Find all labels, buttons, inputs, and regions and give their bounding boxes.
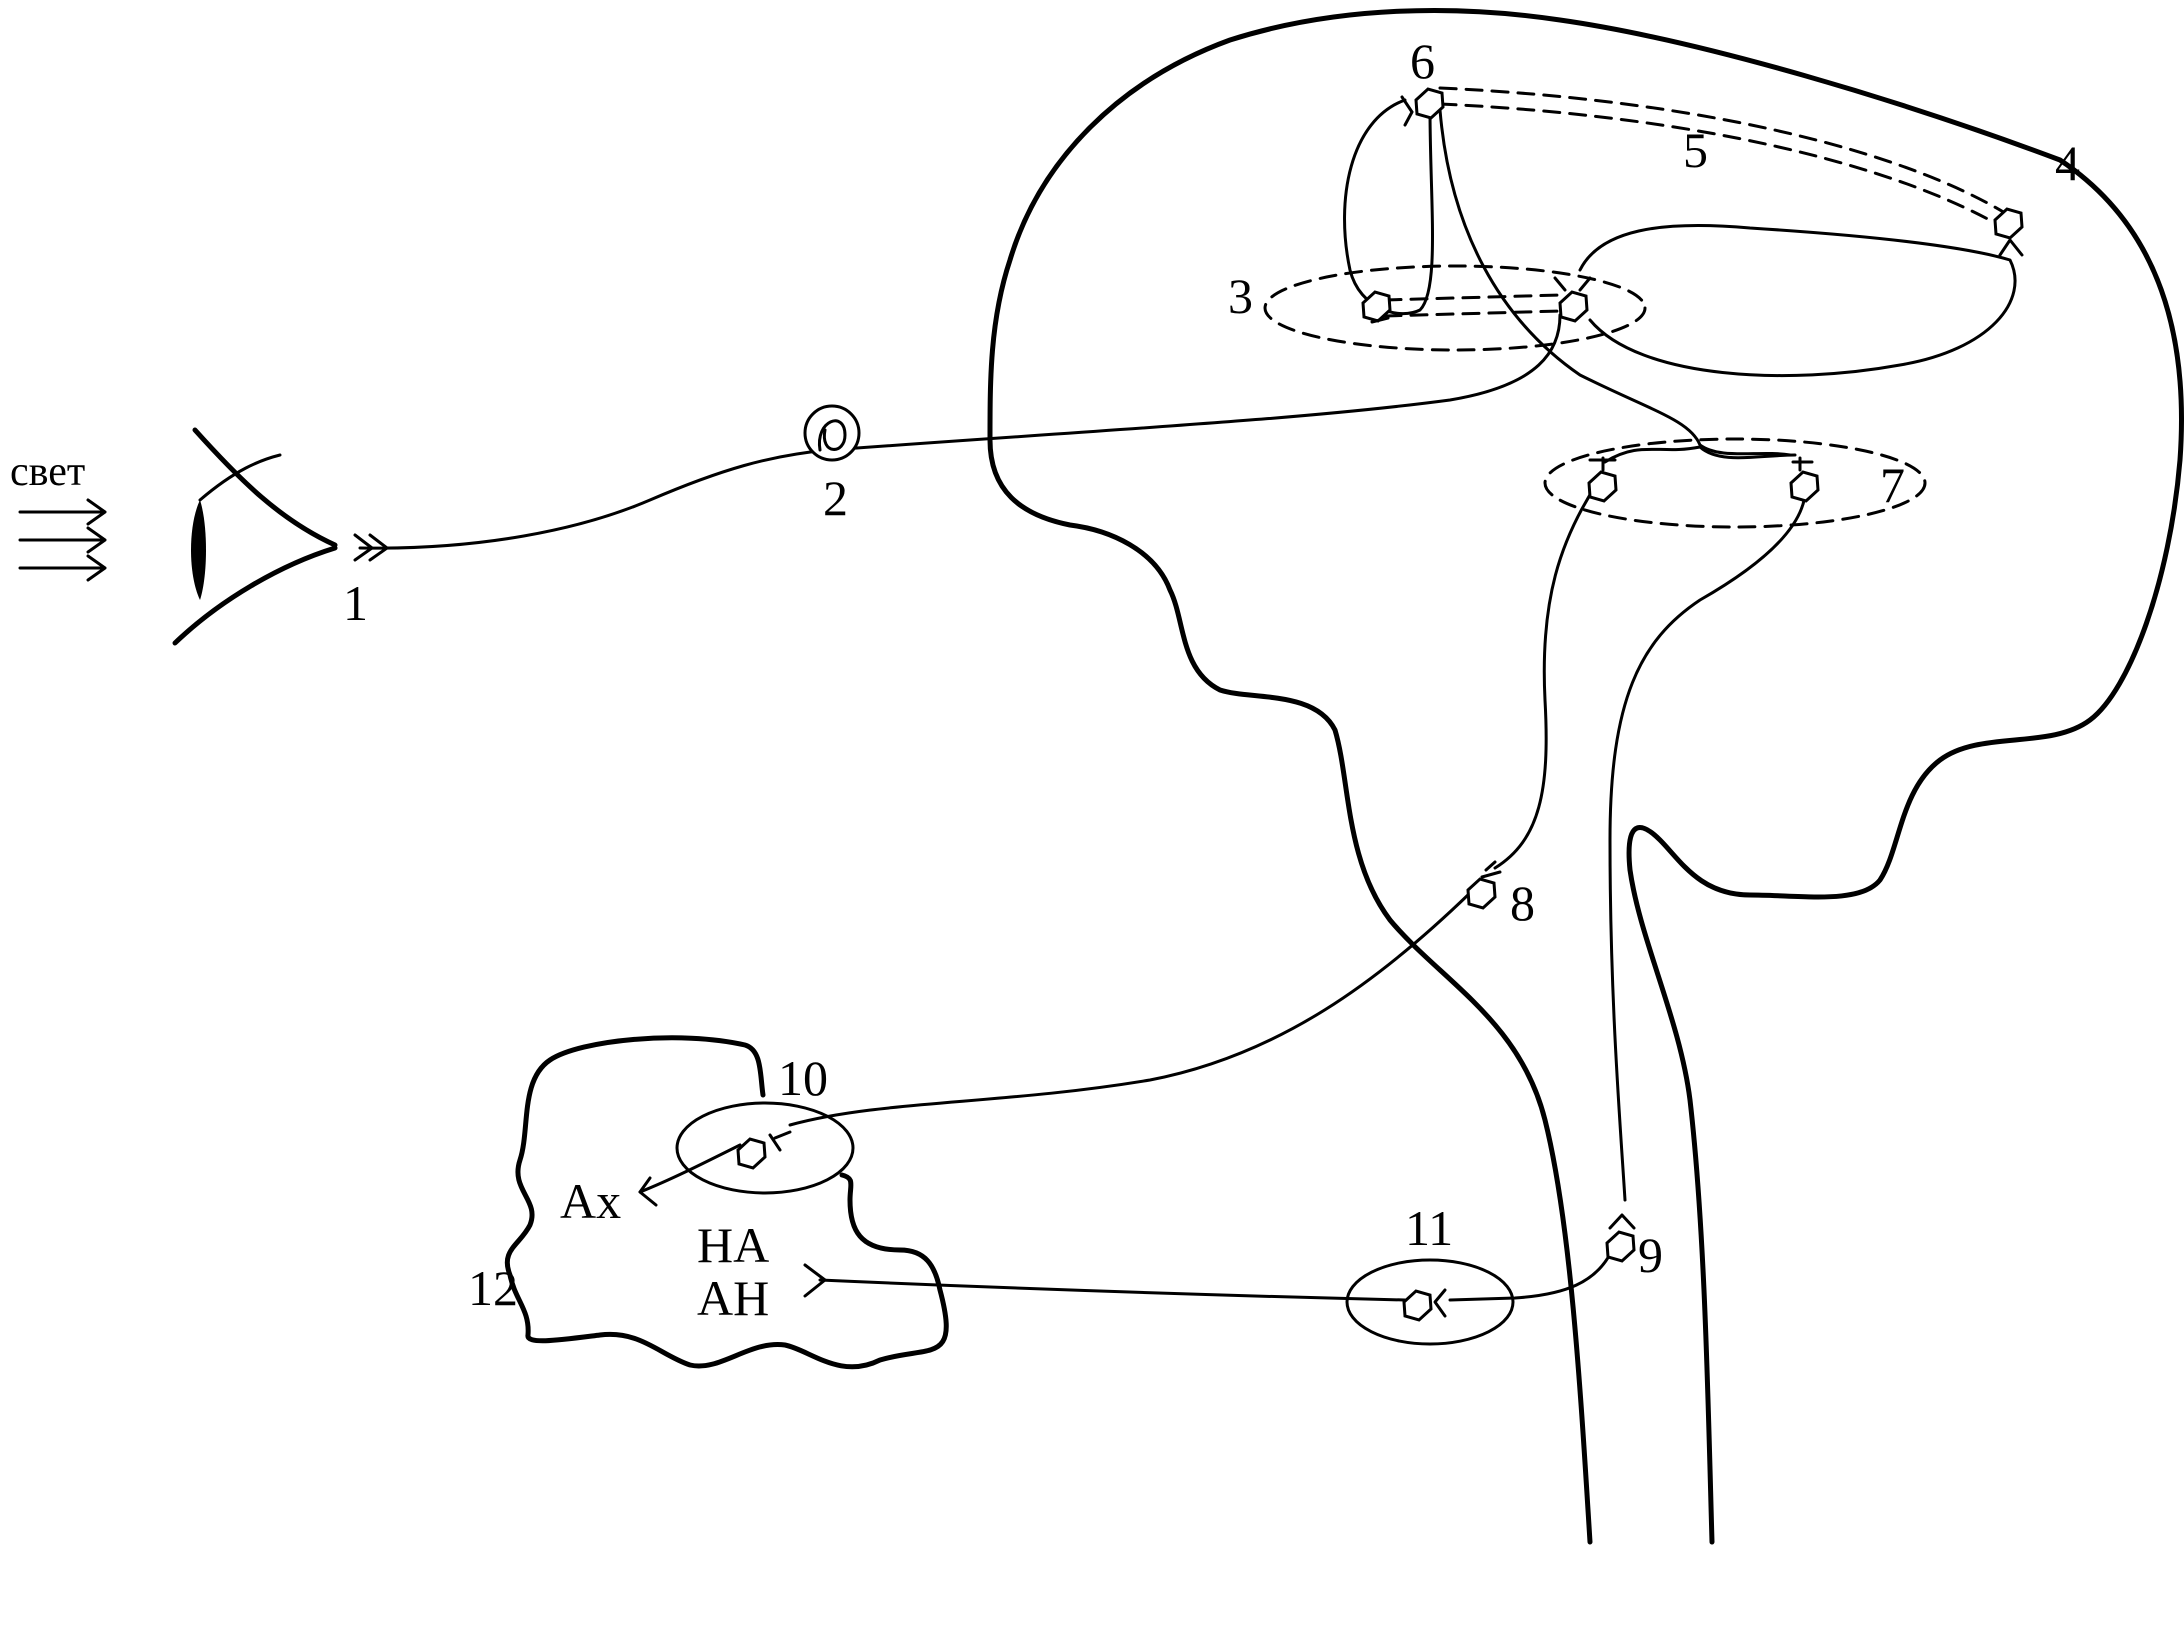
label-3: 3 [1228,268,1253,324]
neuron-11-icon [1402,1288,1447,1322]
retina-synapse-icon [353,533,389,562]
label-ach: Ах [560,1173,621,1229]
label-2: 2 [823,470,848,526]
fiber-10-ach [638,1143,742,1194]
label-6: 6 [1410,33,1435,89]
light-arrows-icon [18,498,107,582]
label-4: 4 [2055,135,2080,191]
nucleus-3-region [1263,264,1647,352]
fiber-9-11 [1448,1241,1617,1302]
label-an: АН [697,1270,769,1326]
synapse-na-an [803,1263,827,1298]
neuron-7a-icon [1587,456,1618,503]
label-8: 8 [1510,875,1535,931]
descending-fiber-8 [1493,480,1600,870]
label-10: 10 [778,1050,828,1106]
synapse-ach [638,1176,658,1207]
ganglion-10 [675,1101,855,1195]
ganglion-11 [1345,1258,1515,1346]
label-11: 11 [1405,1200,1453,1256]
label-12: 12 [468,1260,518,1316]
neuron-7b-icon [1789,456,1820,503]
neuron-4-icon [1993,207,2024,257]
tract-5 [1438,86,2007,215]
label-9: 9 [1638,1227,1663,1283]
label-1: 1 [343,575,368,631]
ganglion-node-icon [803,404,861,462]
loop-3-4 [1578,223,2017,378]
nucleus-7-bridge [1603,445,1797,464]
neuron-10-icon [736,1130,792,1170]
pathway-6-7 [1438,108,1792,457]
optic-pathway [358,313,1562,550]
loop-6-3 [1343,98,1434,316]
descending-fiber-9 [1608,480,1807,1202]
head-outline [987,8,2184,1545]
light-label: свет [10,449,85,495]
neuron-3b-icon [1553,276,1592,323]
tract-5-b [1438,102,1997,225]
neuron-9-icon [1605,1213,1636,1263]
fiber-11-12 [818,1278,1407,1302]
label-na: НА [697,1217,769,1273]
fiber-8-10 [788,891,1472,1127]
nucleus-7-region [1543,437,1927,529]
tract-3-link [1383,293,1562,302]
label-5: 5 [1683,122,1708,178]
neuron-6-icon [1400,87,1445,127]
tract-3-link-b [1383,309,1562,318]
organ-12-outline [504,1035,949,1370]
eye-icon [172,427,338,646]
neuron-3a-icon [1361,290,1392,324]
neuron-8-icon [1466,860,1502,910]
label-7: 7 [1880,457,1905,513]
